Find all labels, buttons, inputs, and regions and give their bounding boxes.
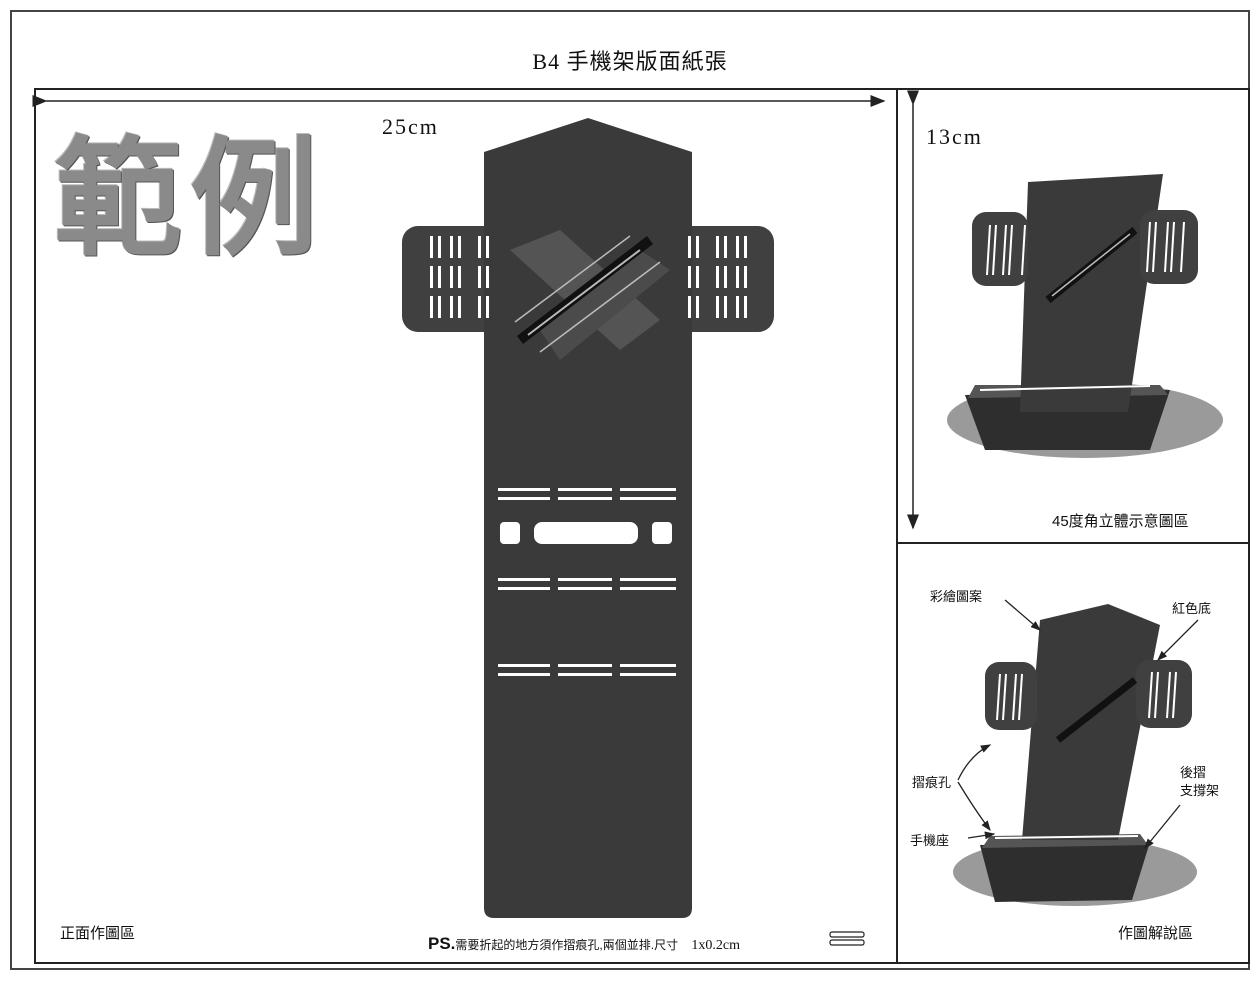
ps-note-text: 需要折起的地方須作摺痕孔,兩個並排.尺寸	[455, 938, 679, 952]
panel-divider-vertical	[896, 88, 898, 964]
diagonal-band-light	[527, 249, 641, 336]
phone-slot-cutouts	[500, 522, 672, 544]
width-label: 25cm	[382, 114, 439, 139]
panel-divider-horizontal	[896, 542, 1250, 544]
diagonal-band-dark	[516, 236, 654, 344]
callout-support: 支撐架	[1180, 783, 1220, 798]
strip-crease-slots	[498, 488, 676, 676]
view45-panel-label: 45度角立體示意圖區	[1052, 513, 1189, 530]
height-label: 13cm	[926, 124, 983, 149]
callout-pattern: 彩繪圖案	[930, 589, 983, 604]
tab-crease-slots	[430, 236, 747, 318]
stand-3d-view	[947, 174, 1223, 458]
crease-hole-icon	[829, 931, 865, 946]
explain-panel-label: 作圖解說區	[1118, 925, 1194, 942]
stand-explain-view	[953, 599, 1199, 906]
page-title: B4 手機架版面紙張	[532, 49, 728, 74]
ps-prefix: PS.	[428, 934, 456, 953]
ps-size: 1x0.2cm	[691, 938, 741, 953]
callout-red-base: 紅色底	[1172, 601, 1212, 616]
watermark-label: 範例	[54, 125, 327, 274]
front-panel-label: 正面作圖區	[60, 925, 136, 942]
main-strip	[484, 118, 692, 918]
ps-note: PS.需要折起的地方須作摺痕孔,兩個並排.尺寸 1x0.2cm	[428, 934, 740, 954]
callout-phone-seat: 手機座	[910, 833, 950, 848]
callout-crease-hole: 摺痕孔	[912, 775, 952, 790]
callout-back-fold: 後摺	[1180, 765, 1207, 780]
layout-panel	[34, 88, 1250, 964]
